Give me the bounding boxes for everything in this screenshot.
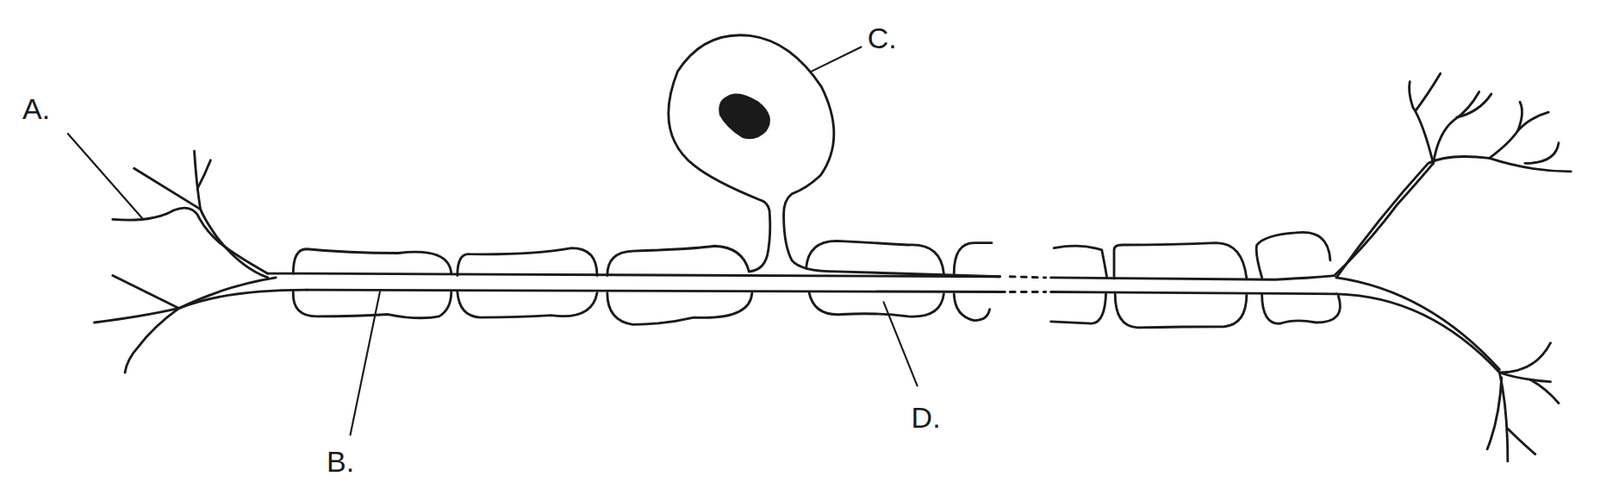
cell-body	[668, 35, 1001, 277]
axon-break	[1009, 276, 1046, 293]
part-label: A.	[22, 93, 50, 124]
dendrite	[1334, 73, 1572, 461]
nucleus	[720, 94, 770, 138]
dendrite	[94, 150, 307, 373]
myelin-sheath	[292, 291, 1340, 327]
axon-membrane	[1051, 275, 1335, 281]
part-label: D.	[911, 402, 941, 432]
leader-line	[68, 46, 918, 435]
myelin-sheath	[292, 231, 1331, 279]
axon-membrane	[1051, 291, 1337, 293]
part-label: B.	[326, 446, 355, 476]
part-label: C.	[867, 23, 897, 53]
axon-membrane	[306, 289, 1006, 292]
